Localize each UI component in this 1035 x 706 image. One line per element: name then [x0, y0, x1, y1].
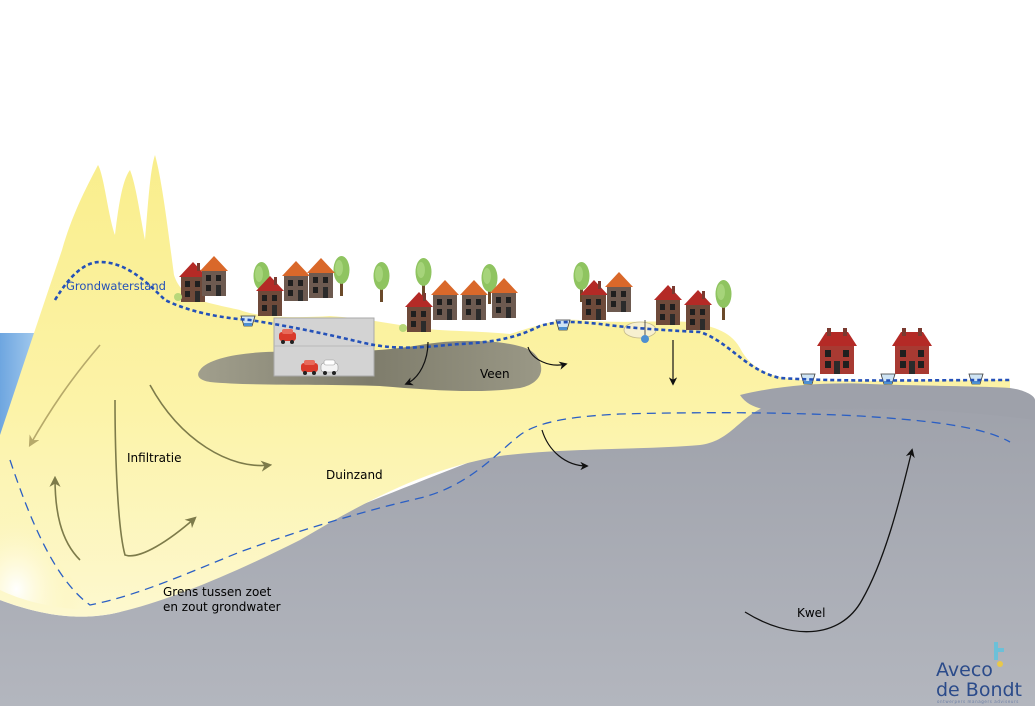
flow-arrow-transition	[541, 429, 589, 471]
car-white-lower	[320, 359, 339, 375]
seepage-arrow	[744, 448, 915, 633]
logo-tagline: ontwerpers managers adviseurs	[937, 699, 1019, 704]
infiltration-arrow-loop	[49, 475, 81, 561]
flow-arrow-ditch	[527, 346, 568, 370]
well	[623, 320, 657, 343]
infiltration-arrow-right	[149, 384, 273, 472]
car-red-upper	[279, 329, 296, 344]
infiltration-arrow-left	[28, 344, 101, 447]
fresh-salt-boundary-line	[9, 412, 1011, 606]
car-red-lower	[301, 360, 318, 375]
shrub-1	[174, 293, 182, 301]
boundary-label-line2: en zout grondwater	[163, 600, 281, 614]
groundwater-level-label: Grondwaterstand	[66, 279, 166, 293]
flow-arrow-peat	[404, 341, 429, 386]
dune-sand-label: Duinzand	[326, 468, 383, 482]
groundwater-table-line	[53, 260, 1011, 382]
fresh-water-zone	[0, 470, 110, 611]
logo-dot-icon	[997, 661, 1003, 667]
underground-parking	[273, 317, 375, 377]
peat-label: Veen	[480, 367, 510, 381]
seepage-label: Kwel	[797, 606, 825, 620]
shrub-2	[399, 324, 407, 332]
polder-ground	[740, 383, 1035, 420]
logo-mark-icon	[994, 642, 1004, 660]
logo-line1: Aveco	[936, 659, 993, 681]
boundary-label-line1: Grens tussen zoet	[163, 585, 272, 599]
infiltration-label: Infiltratie	[127, 451, 181, 465]
company-logo: Aveco de Bondt ontwerpers managers advis…	[936, 642, 1022, 704]
infiltration-arrow-down	[114, 399, 197, 557]
logo-line2: de Bondt	[936, 679, 1022, 701]
